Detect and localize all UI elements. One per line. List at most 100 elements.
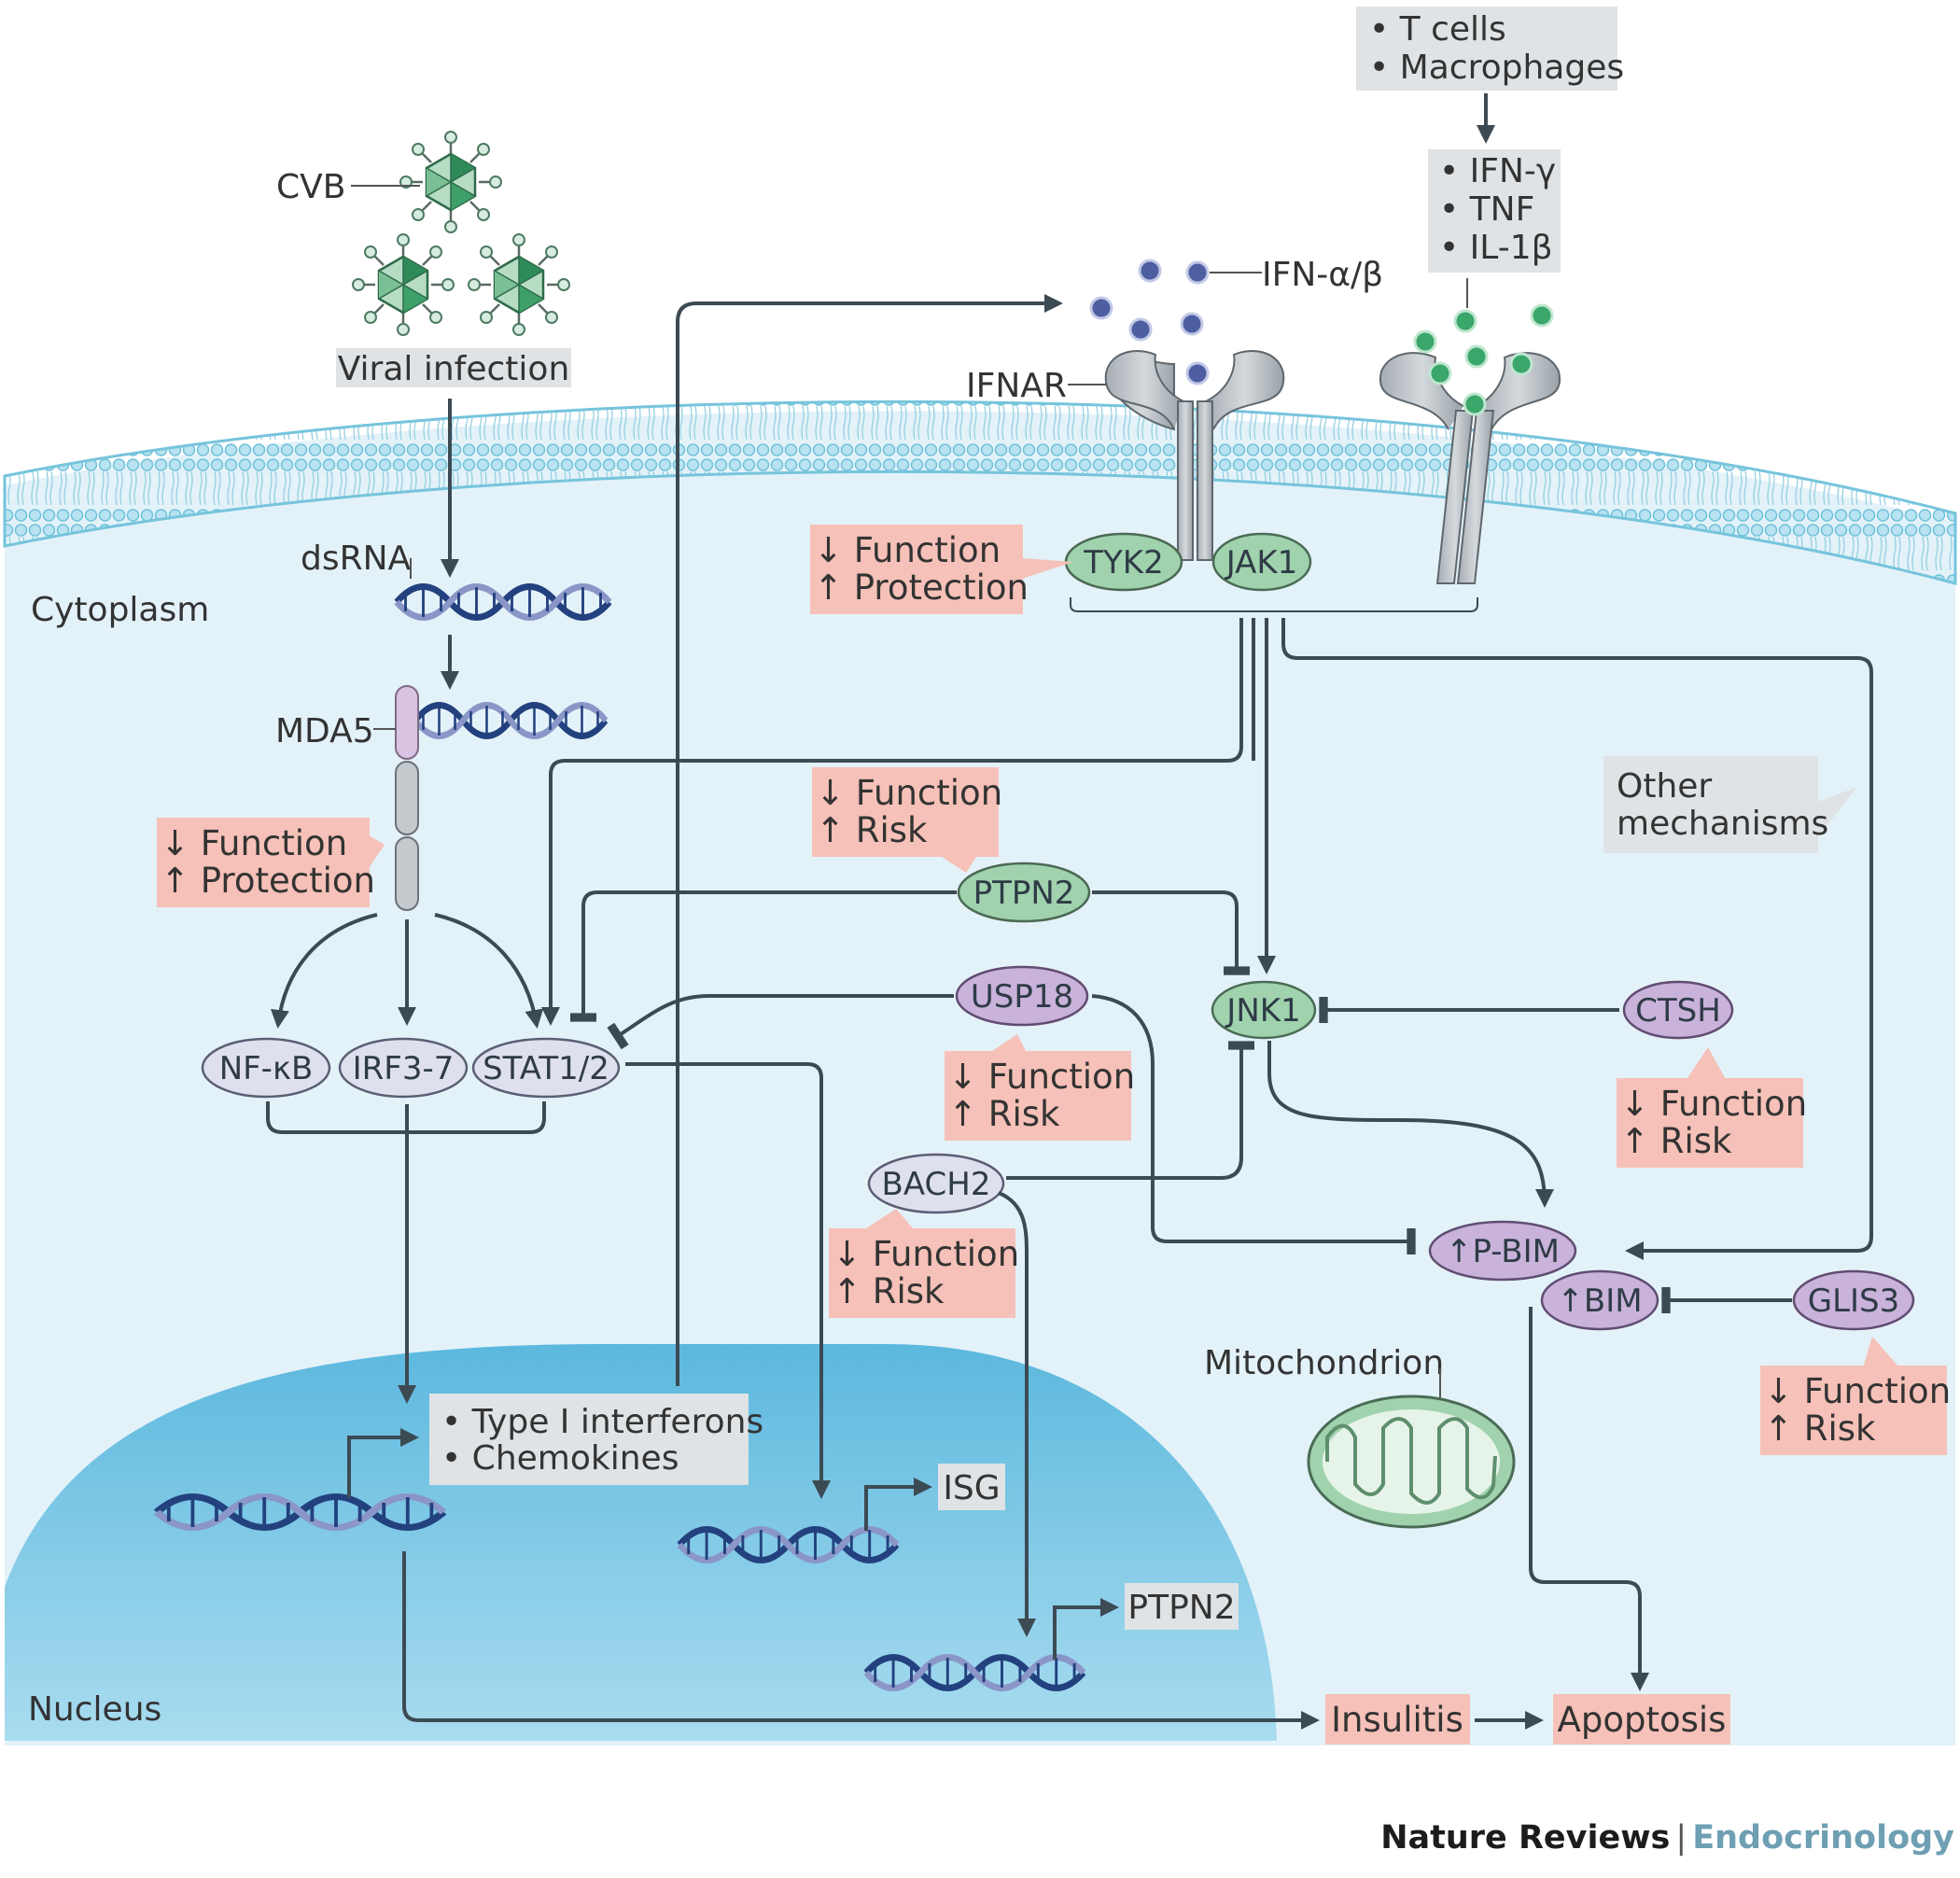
nuclear-product-1: • Type I interferons xyxy=(441,1403,763,1441)
svg-text:IRF3-7: IRF3-7 xyxy=(353,1050,455,1087)
usp18-function-note: ↓ Function ↑ Risk xyxy=(945,1034,1135,1141)
cytokine-2: • TNF xyxy=(1439,190,1534,229)
ifn-alpha-beta-particles xyxy=(1089,259,1210,385)
cytokine-1: • IFN-γ xyxy=(1439,152,1556,190)
mda5-to-stat-arrow xyxy=(434,913,544,1029)
stat-node: STAT1/2 xyxy=(471,1037,621,1099)
mitochondrion-icon xyxy=(1307,1394,1516,1529)
receptor-kinase-bracket xyxy=(1070,597,1478,612)
nucleus-label: Nucleus xyxy=(28,1690,161,1729)
bach2-to-ptpn2-gene-arrow xyxy=(998,1191,1036,1637)
mda5-to-nfkb-arrow xyxy=(270,913,378,1029)
ptpn2-label: PTPN2 xyxy=(973,875,1075,912)
immune-cell-2: • Macrophages xyxy=(1369,49,1624,87)
apoptosis-label: Apoptosis xyxy=(1558,1700,1727,1740)
ptpn2-node xyxy=(957,862,1091,923)
viral-infection-label: Viral infection xyxy=(338,350,570,388)
jak-to-stat-arrow xyxy=(541,618,1243,1026)
pbim-node: ↑P-BIM xyxy=(1428,1220,1577,1282)
nucleus-to-insulitis-arrow xyxy=(402,1551,1320,1730)
immune-cells-box xyxy=(1356,7,1617,91)
svg-text:JAK1: JAK1 xyxy=(1225,544,1298,582)
svg-text:↓ Function: ↓ Function xyxy=(816,773,1002,813)
stat-to-isg-arrow xyxy=(625,1062,831,1499)
type1-ifn-box xyxy=(429,1394,749,1485)
glis3-function-note: ↓ Function ↑ Risk xyxy=(1760,1337,1951,1455)
ctsh-label: CTSH xyxy=(1635,992,1721,1030)
ifnar-label: IFNAR xyxy=(966,367,1067,405)
glis3-node xyxy=(1792,1269,1915,1331)
nuclear-product-2: • Chemokines xyxy=(441,1439,679,1478)
mda5-function-note: ↓ Function ↑ Protection xyxy=(157,818,385,907)
isg-transcription-arrow xyxy=(864,1478,932,1531)
apoptosis-box xyxy=(1553,1694,1730,1745)
usp18-node xyxy=(955,965,1089,1027)
svg-text:↑ Risk: ↑ Risk xyxy=(1764,1408,1876,1449)
cytokines-box xyxy=(1428,149,1561,273)
svg-text:↓ Function: ↓ Function xyxy=(948,1057,1135,1097)
mda5-protein-icon xyxy=(395,685,419,911)
ifnar-receptor-icon xyxy=(1104,350,1285,561)
cvb-virus-icon xyxy=(351,130,571,337)
insulitis-label: Insulitis xyxy=(1331,1700,1463,1740)
ptpn2-inhibits-jnk1 xyxy=(1092,890,1250,975)
svg-text:mechanisms: mechanisms xyxy=(1617,805,1828,843)
jak1-node: JAK1 xyxy=(1211,532,1312,592)
usp18-label: USP18 xyxy=(971,978,1073,1016)
svg-text:Other: Other xyxy=(1617,767,1712,806)
svg-text:↓ Function: ↓ Function xyxy=(1764,1371,1951,1411)
immune-cell-1: • T cells xyxy=(1369,10,1506,49)
svg-text:↑ Risk: ↑ Risk xyxy=(833,1271,945,1311)
isg-box xyxy=(938,1464,1005,1510)
cytoplasm-label: Cytoplasm xyxy=(31,591,209,629)
journal-subject: Endocrinology xyxy=(1692,1819,1954,1857)
bach2-function-note: ↓ Function ↑ Risk xyxy=(829,1209,1019,1318)
other-mechanisms-box: Other mechanisms xyxy=(1603,756,1857,853)
jnk1-to-pbim-arrow xyxy=(1267,1041,1554,1208)
isg-label: ISG xyxy=(943,1469,1000,1507)
svg-text:↓ Function: ↓ Function xyxy=(1620,1084,1807,1124)
journal-footer: Nature Reviews|Endocrinology xyxy=(1380,1819,1954,1857)
irf-node: IRF3-7 xyxy=(338,1037,469,1099)
svg-text:↑ Risk: ↑ Risk xyxy=(1620,1121,1732,1161)
glis3-label: GLIS3 xyxy=(1808,1282,1900,1320)
svg-text:JNK1: JNK1 xyxy=(1225,992,1300,1030)
cvb-label: CVB xyxy=(276,168,345,206)
usp18-inhibits-pbim xyxy=(1091,994,1416,1254)
svg-text:STAT1/2: STAT1/2 xyxy=(483,1050,609,1087)
viral-infection-box xyxy=(336,348,571,387)
dsrna-label: dsRNA xyxy=(301,540,412,578)
type1-ifn-transcription-arrow xyxy=(347,1428,419,1498)
svg-text:↑ Protection: ↑ Protection xyxy=(161,861,375,901)
insulitis-box xyxy=(1325,1694,1470,1745)
svg-text:↑ Protection: ↑ Protection xyxy=(814,568,1029,608)
ptpn2-function-note: ↓ Function ↑ Risk xyxy=(812,767,1002,873)
ptpn2-transcription-arrow xyxy=(1053,1598,1119,1660)
mitochondrion-label: Mitochondrion xyxy=(1204,1344,1444,1382)
cytokine-3: • IL-1β xyxy=(1439,229,1553,267)
bach2-node xyxy=(867,1153,1005,1214)
nfkb-node: NF-κB xyxy=(201,1037,331,1099)
tyk2-label: TYK2 xyxy=(1083,544,1163,582)
ptpn2-gene-box xyxy=(1125,1583,1239,1630)
svg-text:↓ Function: ↓ Function xyxy=(814,530,1001,570)
svg-text:NF-κB: NF-κB xyxy=(219,1050,314,1087)
usp18-inhibits-stat xyxy=(607,994,954,1050)
receptor-to-pbim-arrow xyxy=(1281,618,1873,1260)
nucleus-region xyxy=(5,1344,1277,1741)
bim-to-apoptosis-arrow xyxy=(1529,1307,1649,1691)
journal-name: Nature Reviews xyxy=(1380,1819,1671,1857)
ctsh-function-note: ↓ Function ↑ Risk xyxy=(1617,1047,1807,1168)
mda5-label: MDA5 xyxy=(275,712,374,750)
svg-text:↑ Risk: ↑ Risk xyxy=(816,810,928,850)
svg-text:↓ Function: ↓ Function xyxy=(161,823,347,863)
interferon-secretion-arrow xyxy=(676,294,1063,1386)
svg-text:↑BIM: ↑BIM xyxy=(1557,1282,1642,1320)
bach2-inhibits-jnk1 xyxy=(1006,1041,1254,1180)
svg-text:↑P-BIM: ↑P-BIM xyxy=(1446,1233,1560,1270)
bach2-label: BACH2 xyxy=(882,1166,991,1203)
cytokine-particles xyxy=(1413,303,1554,416)
tyk2-function-note: ↓ Function ↑ Protection xyxy=(810,525,1073,614)
